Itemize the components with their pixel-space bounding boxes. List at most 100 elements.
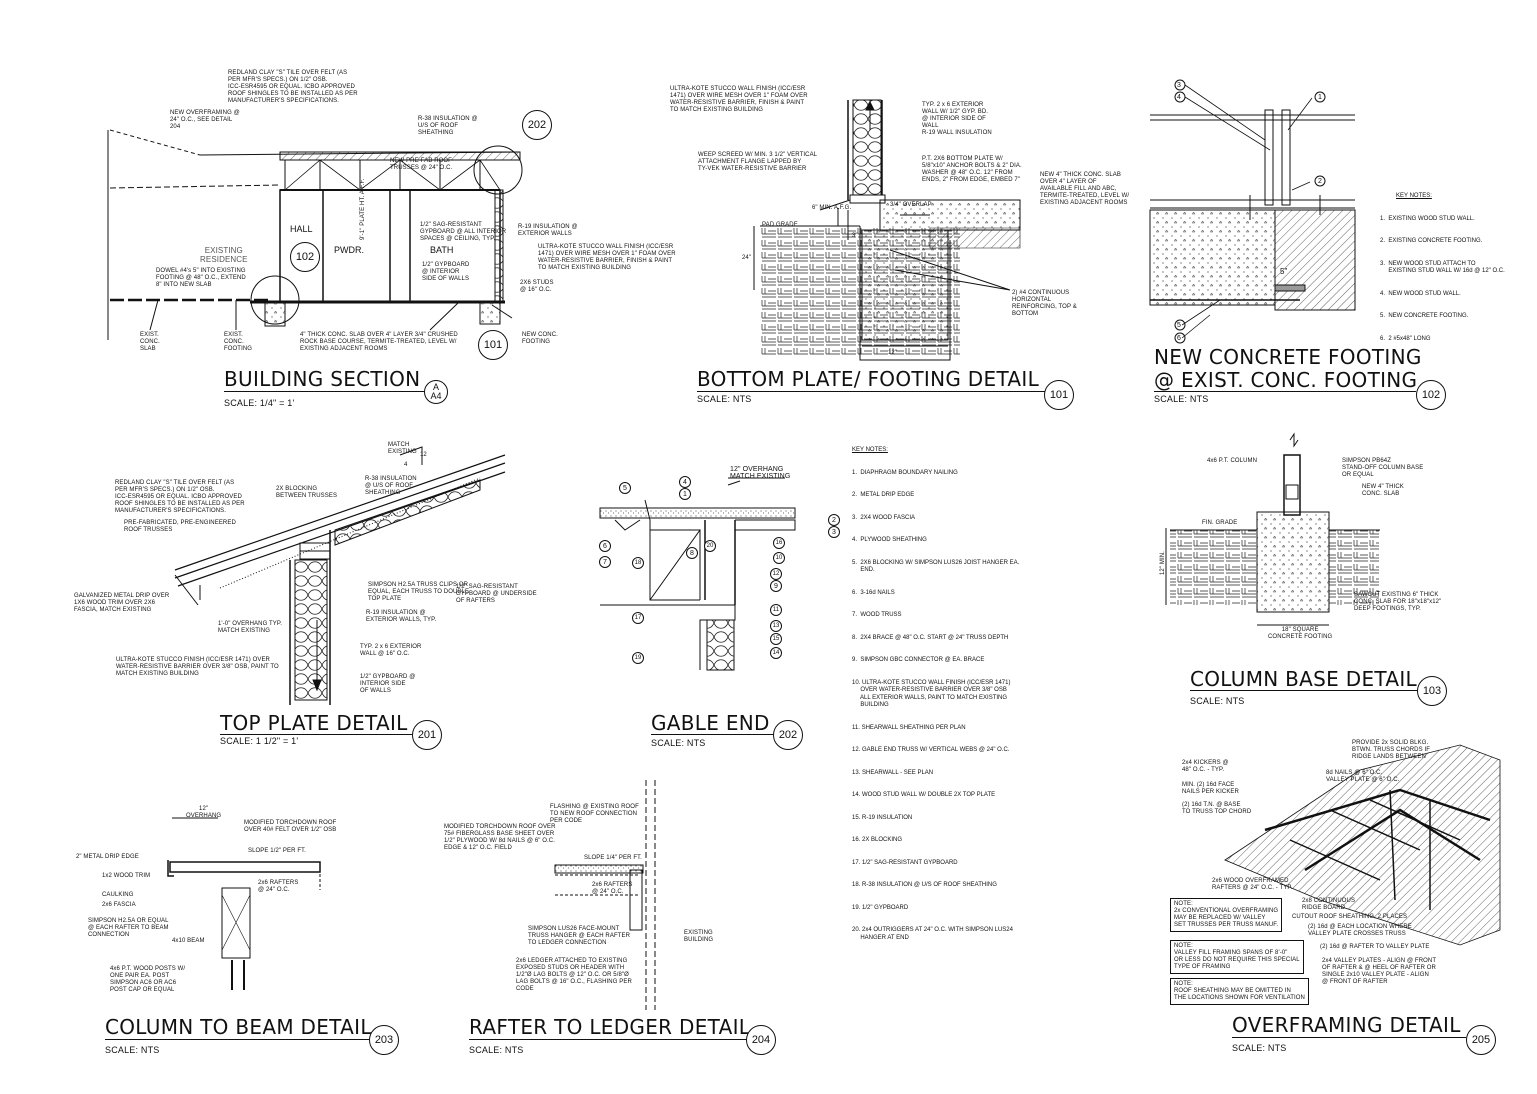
note-toe-nail: (2) 16d T.N. @ BASE TO TRUSS TOP CHORD	[1182, 802, 1252, 815]
note-roof-tile: REDLAND CLAY "S" TILE OVER FELT (AS PER …	[228, 70, 358, 104]
note-overhang: 12" OVERHANG	[186, 806, 222, 819]
bottom-plate-scale: SCALE: NTS	[697, 394, 752, 404]
marker-2: 2	[1318, 178, 1322, 185]
title-underline	[220, 734, 412, 735]
note-bottom-plate: P.T. 2X6 BOTTOM PLATE W/ 5/8"x10" ANCHOR…	[922, 156, 1022, 183]
ref-bubble-205: 205	[1466, 1025, 1496, 1055]
note-interior-gypboard: 1/2" GYPBOARD @ INTERIOR SIDE OF WALLS	[360, 674, 416, 694]
note-exist-slab: EXIST. CONC. SLAB	[140, 332, 160, 352]
note-sag-gypboard: 1/2" SAG-RESISTANT GYPBOARD @ UNDERSIDE …	[456, 584, 537, 604]
gable-marker-12: 12	[770, 568, 782, 580]
gable-marker-19: 19	[632, 652, 644, 664]
dim-12in: 12"	[888, 350, 898, 356]
note-sag-gypboard: 1/2" SAG-RESISTANT GYPBOARD @ ALL INTERI…	[420, 222, 507, 242]
gable-marker-2: 2	[828, 514, 840, 526]
key-note-5: 5. NEW CONCRETE FOOTING.	[1380, 313, 1469, 319]
note-new-footing: NEW CONC. FOOTING	[522, 332, 558, 345]
note-ridge-board: 2x8 CONTINUOUS RIDGE BOARD	[1302, 898, 1356, 911]
key-note-1: 1. DIAPHRAGM BOUNDARY NAILING	[852, 469, 958, 476]
gable-marker-14: 14	[770, 647, 782, 659]
note-column-base: SIMPSON PB64Z STAND-OFF COLUMN BASE OR E…	[1342, 458, 1424, 478]
key-note-15: 15. R-19 INSULATION	[852, 814, 913, 821]
note-torchdown: MODIFIED TORCHDOWN ROOF OVER 40# FELT OV…	[244, 820, 337, 833]
building-section-drawing	[107, 129, 523, 340]
existing-residence-label: EXISTING RESIDENCE	[200, 246, 248, 264]
key-note-5: 5. 2X6 BLOCKING W/ SIMPSON LUS26 JOIST H…	[852, 559, 1020, 574]
title-underline	[1190, 690, 1418, 691]
note-dowel: DOWEL #4's 5" INTO EXISTING FOOTING @ 48…	[156, 268, 246, 288]
ref-bubble-201: 201	[412, 720, 442, 750]
key-note-2: 2. EXISTING CONCRETE FOOTING.	[1380, 238, 1483, 244]
note-box-conventional: NOTE: 2x CONVENTIONAL OVERFRAMING MAY BE…	[1170, 898, 1283, 932]
note-exterior-wall: TYP. 2 x 6 EXTERIOR WALL W/ 1/2" GYP. BD…	[922, 102, 989, 129]
plate-height-dim: 9'-1" PLATE HT. A.F.F.	[360, 178, 366, 240]
key-note-20: 20. 2x4 OUTRIGGERS AT 24" O.C. WITH SIMP…	[852, 927, 1013, 941]
note-existing-building: EXISTING BUILDING	[684, 930, 714, 943]
ref-bubble-102: 102	[290, 242, 320, 272]
bottom-plate-title: BOTTOM PLATE/ FOOTING DETAIL	[697, 367, 1040, 391]
note-sawcut: SAWCUT EXISTING 6" THICK CONC. SLAB FOR …	[1354, 592, 1442, 612]
note-trusses: PRE-FABRICATED, PRE-ENGINEERED ROOF TRUS…	[124, 520, 236, 533]
slope-run: 12	[420, 452, 427, 458]
key-note-7: 7. WOOD TRUSS	[852, 612, 902, 618]
dim-min-afg: 6" MIN. A.F.G.	[812, 205, 852, 211]
note-rafter-valley: (2) 16d @ RAFTER TO VALLEY PLATE	[1320, 944, 1430, 950]
top-plate-scale: SCALE: 1 1/2" = 1'	[220, 736, 299, 746]
key-note-3: 3. 2X4 WOOD FASCIA	[852, 514, 916, 521]
gable-marker-20: 20	[704, 540, 716, 552]
note-exist-footing: EXIST. CONC. FOOTING	[224, 332, 253, 352]
gable-marker-9: 9	[770, 580, 782, 592]
note-slope: SLOPE 1/2" PER FT.	[248, 848, 306, 854]
note-r19-insulation: R-19 INSULATION @ EXTERIOR WALLS	[518, 224, 578, 237]
note-r19: R-19 INSULATION @ EXTERIOR WALLS, TYP.	[366, 610, 437, 623]
gable-marker-15: 15	[770, 633, 782, 645]
note-overhang: 1'-0" OVERHANG TYP. MATCH EXISTING	[218, 621, 282, 634]
note-exterior-wall: TYP. 2 x 6 EXTERIOR WALL @ 16" O.C.	[360, 644, 422, 657]
room-label-hall: HALL	[290, 224, 313, 234]
gable-marker-13: 13	[770, 620, 782, 632]
note-rafters: 2x6 RAFTERS @ 24" O.C.	[258, 880, 299, 893]
dim-24in: 24"	[742, 255, 752, 261]
key-note-8: 8. 2X4 BRACE @ 48" O.C. START @ 24" TRUS…	[852, 634, 1009, 641]
gable-marker-17: 17	[632, 612, 644, 624]
gable-marker-4: 4	[679, 476, 691, 488]
title-underline	[1154, 391, 1416, 392]
note-new-slab: NEW 4" THICK CONC. SLAB OVER 4" LAYER OF…	[1040, 172, 1130, 206]
note-valley-plates: 2x4 VALLEY PLATES - ALIGN @ FRONT OF RAF…	[1322, 958, 1437, 985]
room-label-bath: BATH	[430, 245, 454, 255]
gable-overhang-label: 12" OVERHANG MATCH EXISTING	[730, 466, 791, 480]
marker-6: 6	[1177, 335, 1181, 342]
ref-bubble-102: 102	[1416, 380, 1446, 410]
key-note-12: 12. GABLE END TRUSS W/ VERTICAL WEBS @ 2…	[852, 747, 1010, 753]
dim-3in: 3"	[852, 233, 858, 239]
overframing-title: OVERFRAMING DETAIL	[1232, 1013, 1461, 1037]
column-base-drawing	[1165, 432, 1380, 626]
gable-end-key-notes: KEY NOTES: 1. DIAPHRAGM BOUNDARY NAILING…	[852, 432, 1019, 950]
overframing-scale: SCALE: NTS	[1232, 1043, 1287, 1053]
building-section-ref-bubble: A A4	[424, 380, 448, 404]
note-overframed-rafters: 2x6 WOOD OVERFRAMED RAFTERS @ 24" O.C. -…	[1212, 878, 1293, 891]
key-note-2: 2. METAL DRIP EDGE	[852, 492, 915, 498]
overframing-drawing	[1224, 744, 1501, 946]
note-flashing: FLASHING @ EXISTING ROOF TO NEW ROOF CON…	[550, 804, 639, 824]
column-to-beam-drawing	[167, 817, 321, 990]
note-weep-screed: WEEP SCREED W/ MIN. 3 1/2" VERTICAL ATTA…	[698, 152, 818, 172]
note-square-footing: 18" SQUARE CONCRETE FOOTING	[1268, 627, 1333, 640]
title-underline	[1232, 1037, 1466, 1038]
slope-match-existing: MATCH EXISTING	[388, 442, 417, 455]
key-note-17: 17. 1/2" SAG-RESISTANT GYPBOARD	[852, 859, 958, 866]
note-kickers: 2x4 KICKERS @ 48" O.C. - TYP.	[1182, 760, 1229, 773]
note-drip-edge: 2" METAL DRIP EDGE	[76, 854, 139, 860]
title-underline	[469, 1039, 747, 1040]
gable-marker-7: 7	[599, 556, 611, 568]
note-slope: SLOPE 1/4" PER FT.	[584, 855, 642, 861]
gable-end-drawing	[599, 477, 796, 671]
note-caulking: CAULKING	[102, 892, 134, 898]
column-base-title: COLUMN BASE DETAIL	[1190, 667, 1417, 691]
key-note-14: 14. WOOD STUD WALL W/ DOUBLE 2X TOP PLAT…	[852, 792, 996, 798]
rafter-to-ledger-scale: SCALE: NTS	[469, 1045, 524, 1055]
marker-4: 4	[1177, 94, 1181, 101]
gable-marker-5: 5	[619, 482, 631, 494]
key-note-1: 1. EXISTING WOOD STUD WALL.	[1380, 215, 1475, 222]
gable-marker-1: 1	[679, 488, 691, 500]
